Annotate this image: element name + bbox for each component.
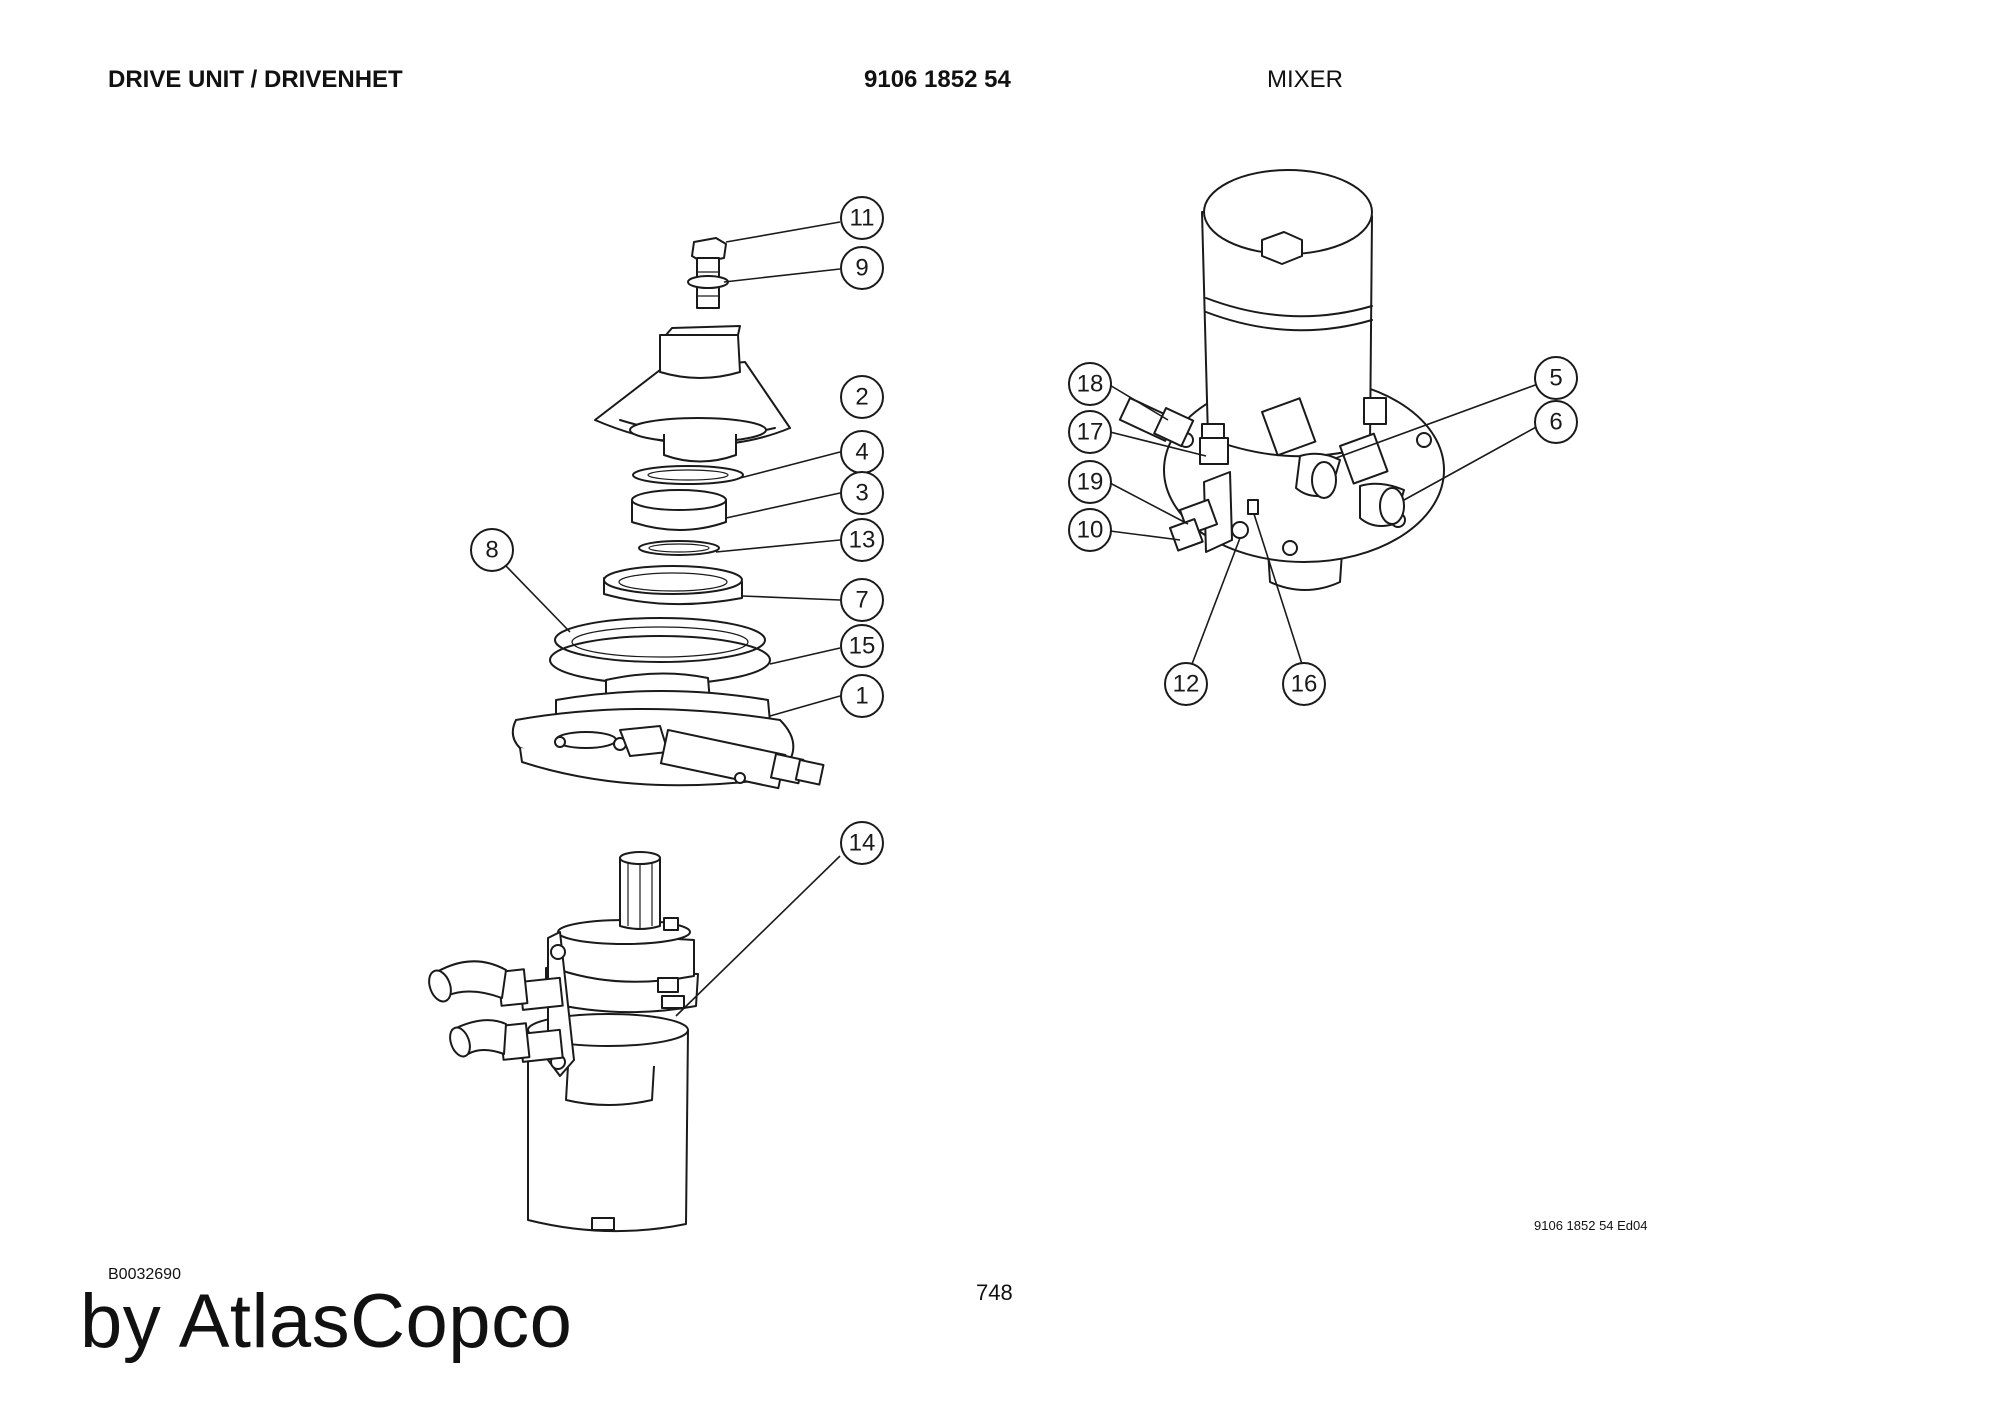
callout-15: 15 — [840, 624, 884, 668]
cone-cover-part — [594, 325, 791, 463]
svg-text:4: 4 — [855, 439, 868, 466]
svg-text:3: 3 — [855, 480, 868, 507]
document-title: DRIVE UNIT / DRIVENHET — [108, 66, 403, 93]
svg-text:17: 17 — [1077, 419, 1104, 446]
callout-4: 4 — [840, 430, 884, 474]
edition-label: 9106 1852 54 Ed04 — [1534, 1218, 1648, 1233]
svg-text:9: 9 — [855, 255, 868, 282]
svg-text:16: 16 — [1291, 671, 1318, 698]
callout-13: 13 — [840, 518, 884, 562]
svg-text:12: 12 — [1173, 671, 1200, 698]
callout-18: 18 — [1068, 362, 1112, 406]
callout-19: 19 — [1068, 460, 1112, 504]
bearing-part — [631, 489, 727, 531]
svg-text:1: 1 — [855, 683, 868, 710]
large-ring-part — [554, 617, 766, 663]
svg-text:8: 8 — [485, 537, 498, 564]
callout-17: 17 — [1068, 410, 1112, 454]
assembled-mixer-part — [1118, 169, 1445, 591]
assembly-name: MIXER — [1267, 66, 1344, 93]
bolt-part — [687, 237, 729, 309]
callout-9: 9 — [840, 246, 884, 290]
callout-5: 5 — [1534, 356, 1578, 400]
callout-2: 2 — [840, 375, 884, 419]
callout-10: 10 — [1068, 508, 1112, 552]
svg-text:14: 14 — [849, 830, 876, 857]
svg-text:15: 15 — [849, 633, 876, 660]
page-number: 748 — [976, 1280, 1013, 1305]
washer-part — [632, 465, 744, 485]
svg-text:7: 7 — [855, 587, 868, 614]
callout-8: 8 — [470, 528, 514, 572]
svg-text:5: 5 — [1549, 365, 1562, 392]
brand-watermark: by AtlasCopco — [80, 1279, 573, 1364]
callout-1: 1 — [840, 674, 884, 718]
svg-text:6: 6 — [1549, 409, 1562, 436]
svg-text:19: 19 — [1077, 469, 1104, 496]
callout-7: 7 — [840, 578, 884, 622]
hydraulic-motor-part — [428, 851, 699, 1233]
svg-text:13: 13 — [849, 527, 876, 554]
callout-12: 12 — [1164, 662, 1208, 706]
circlip-part — [638, 540, 720, 556]
svg-text:18: 18 — [1077, 371, 1104, 398]
callout-3: 3 — [840, 471, 884, 515]
svg-text:11: 11 — [850, 205, 875, 232]
callout-14: 14 — [840, 821, 884, 865]
svg-text:10: 10 — [1077, 517, 1104, 544]
housing-plate-part — [511, 672, 825, 790]
callout-6: 6 — [1534, 400, 1578, 444]
seal-part — [603, 565, 743, 606]
svg-text:2: 2 — [855, 384, 868, 411]
callout-16: 16 — [1282, 662, 1326, 706]
drawing-id: B0032690 — [108, 1266, 181, 1283]
part-number: 9106 1852 54 — [864, 66, 1011, 93]
callout-11: 11 — [840, 196, 884, 240]
leader-lines — [505, 221, 1539, 1017]
